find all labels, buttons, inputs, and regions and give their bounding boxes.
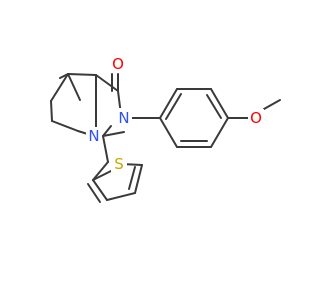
bond — [165, 93, 182, 120]
bond — [134, 164, 143, 194]
bond — [263, 99, 281, 110]
ring-nitrogen-label: N — [88, 127, 99, 145]
bond — [92, 161, 109, 181]
bonds — [50, 73, 281, 203]
bond — [106, 192, 136, 201]
bond — [102, 125, 112, 137]
bond — [159, 117, 178, 148]
bond — [50, 73, 69, 102]
atom-labels: O N N O S — [86, 55, 264, 173]
methoxy-oxygen-label: O — [250, 109, 262, 127]
bond — [87, 183, 101, 203]
bond — [51, 120, 79, 132]
bond — [102, 131, 125, 137]
bond — [92, 179, 108, 201]
bond — [159, 88, 178, 119]
bond — [128, 166, 136, 190]
bond — [50, 100, 53, 122]
molecule-structure-diagram: O N N O S — [50, 55, 281, 203]
bond — [95, 74, 119, 92]
thiophene-sulfur-label: S — [114, 155, 124, 173]
bond — [102, 135, 109, 163]
bond — [92, 170, 112, 181]
bond — [210, 88, 229, 119]
bond — [67, 73, 81, 101]
bond — [206, 94, 222, 119]
bond — [67, 73, 97, 76]
bond — [210, 117, 229, 148]
carbonyl-oxygen-label: O — [112, 55, 124, 73]
amide-nitrogen-label: N — [118, 109, 129, 127]
